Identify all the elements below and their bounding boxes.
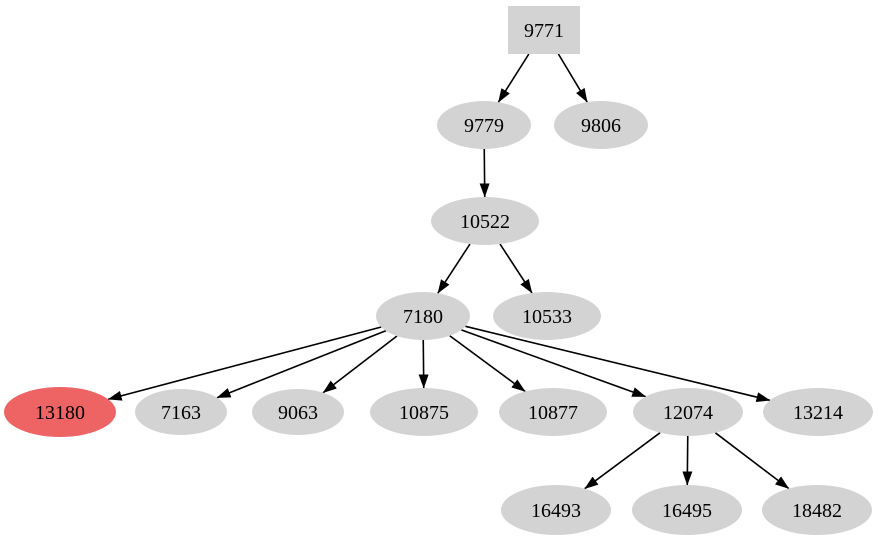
node-ellipse-shape xyxy=(493,292,601,340)
node-7180: 7180 xyxy=(376,292,470,340)
node-16493: 16493 xyxy=(501,485,611,535)
edge-arrow xyxy=(107,326,382,401)
edge-arrow xyxy=(449,335,526,393)
edge-arrow xyxy=(497,53,530,103)
node-9779: 9779 xyxy=(437,101,531,149)
edge-arrow xyxy=(682,435,693,486)
edge-10522-7180 xyxy=(437,243,471,294)
edge-7180-7163 xyxy=(216,329,387,399)
node-label: 10877 xyxy=(528,402,578,424)
node-ellipse-shape xyxy=(437,101,531,149)
edge-12074-18482 xyxy=(714,432,790,490)
edge-7180-10877 xyxy=(449,335,526,393)
node-label: 10875 xyxy=(399,402,449,424)
node-ellipse-shape xyxy=(633,388,743,436)
node-10522: 10522 xyxy=(431,197,539,245)
node-ellipse-shape xyxy=(632,485,742,535)
node-ellipse-shape xyxy=(554,101,648,149)
node-label: 16495 xyxy=(662,500,712,522)
edge-arrow xyxy=(418,339,429,389)
edge-arrow xyxy=(714,432,790,490)
edge-arrow xyxy=(465,325,771,402)
node-ellipse-shape xyxy=(501,485,611,535)
edge-12074-16495 xyxy=(682,435,693,486)
node-label: 7180 xyxy=(403,306,443,328)
edges-layer xyxy=(107,53,790,490)
node-ellipse-shape xyxy=(431,197,539,245)
node-label: 9063 xyxy=(278,402,318,424)
edge-arrow xyxy=(461,329,647,398)
node-7163: 7163 xyxy=(135,389,227,435)
edge-arrow xyxy=(479,148,490,198)
node-13214: 13214 xyxy=(763,388,873,436)
node-10875: 10875 xyxy=(370,388,478,436)
node-box-shape xyxy=(508,6,580,54)
edge-9779-10522 xyxy=(479,148,490,198)
node-9806: 9806 xyxy=(554,101,648,149)
edge-12074-16493 xyxy=(584,432,661,490)
node-ellipse-shape xyxy=(4,387,116,437)
node-label: 13214 xyxy=(793,402,843,424)
node-label: 9806 xyxy=(581,115,621,137)
edge-7180-13180 xyxy=(107,326,382,401)
edge-9771-9806 xyxy=(557,53,588,103)
node-ellipse-shape xyxy=(762,485,872,535)
node-9063: 9063 xyxy=(252,389,344,435)
node-label: 12074 xyxy=(663,402,713,424)
edge-7180-13214 xyxy=(465,325,771,402)
node-ellipse-shape xyxy=(135,389,227,435)
node-16495: 16495 xyxy=(632,485,742,535)
node-ellipse-shape xyxy=(252,389,344,435)
edge-arrow xyxy=(322,335,398,394)
edge-arrow xyxy=(499,243,533,294)
node-label: 16493 xyxy=(531,500,581,522)
node-label: 10522 xyxy=(460,211,510,233)
edge-10522-10533 xyxy=(499,243,533,294)
node-12074: 12074 xyxy=(633,388,743,436)
node-9771: 9771 xyxy=(508,6,580,54)
node-label: 18482 xyxy=(792,500,842,522)
edge-7180-10875 xyxy=(418,339,429,389)
node-label: 9779 xyxy=(464,115,504,137)
node-ellipse-shape xyxy=(370,388,478,436)
edge-7180-12074 xyxy=(461,329,647,398)
node-13180: 13180 xyxy=(4,387,116,437)
node-10877: 10877 xyxy=(499,388,607,436)
edge-7180-9063 xyxy=(322,335,398,394)
node-label: 9771 xyxy=(524,20,564,42)
edge-arrow xyxy=(584,432,661,490)
node-label: 10533 xyxy=(522,306,572,328)
node-ellipse-shape xyxy=(499,388,607,436)
edge-arrow xyxy=(437,243,471,294)
edge-arrow xyxy=(557,53,588,103)
edge-9771-9779 xyxy=(497,53,530,103)
node-label: 13180 xyxy=(35,402,85,424)
edge-arrow xyxy=(216,329,387,399)
nodes-layer: 9771 9779 9806 10522 7180 10533 13180 7163 9063 1… xyxy=(4,6,873,535)
node-ellipse-shape xyxy=(376,292,470,340)
node-10533: 10533 xyxy=(493,292,601,340)
node-ellipse-shape xyxy=(763,388,873,436)
node-18482: 18482 xyxy=(762,485,872,535)
node-label: 7163 xyxy=(161,402,201,424)
